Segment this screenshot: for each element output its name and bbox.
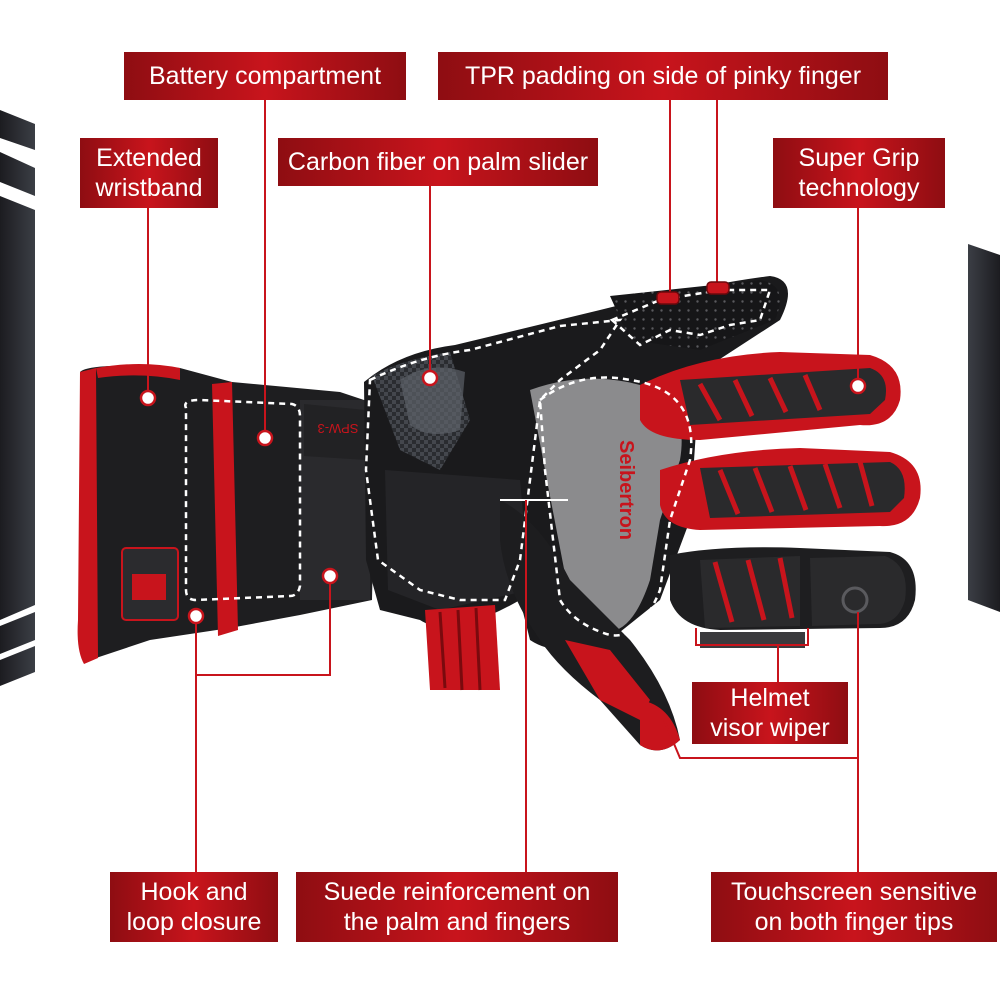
super-grip-label: Super Grip technology — [773, 138, 945, 208]
suede-line-1: Suede reinforcement on — [323, 878, 591, 906]
left-decorative-stripes — [0, 110, 35, 686]
helmet-line-2: visor wiper — [710, 714, 830, 742]
model-text: SPW-3 — [318, 421, 359, 436]
wristband-line-1: Extended — [96, 144, 202, 172]
grip-line-1: Super Grip — [798, 144, 920, 172]
helmet-visor-wiper-label: Helmet visor wiper — [692, 682, 848, 744]
helmet-line-1: Helmet — [730, 684, 810, 712]
tpr-padding-text: TPR padding on side of pinky finger — [464, 62, 862, 90]
marker-wristband — [139, 389, 157, 407]
tpr-pads — [656, 281, 730, 305]
battery-compartment-label: Battery compartment — [124, 52, 406, 100]
dashed-outlines — [184, 288, 772, 637]
marker-hook-right — [321, 567, 339, 585]
marker-hook-left — [187, 607, 205, 625]
touchscreen-label: Touchscreen sensitive on both finger tip… — [711, 872, 997, 942]
battery-compartment-text: Battery compartment — [148, 62, 382, 90]
marker-carbon — [421, 369, 439, 387]
tpr-padding-label: TPR padding on side of pinky finger — [438, 52, 888, 100]
marker-battery — [256, 429, 274, 447]
carbon-fiber-label: Carbon fiber on palm slider — [278, 138, 598, 186]
marker-grip — [849, 377, 867, 395]
wristband-line-2: wristband — [95, 174, 203, 202]
suede-line-2: the palm and fingers — [343, 908, 571, 936]
brand-text: Seibertron — [615, 440, 637, 540]
glove-cuff: SPW-3 — [77, 364, 376, 664]
touch-line-2: on both finger tips — [754, 908, 954, 936]
hook-and-loop-label: Hook and loop closure — [110, 872, 278, 942]
extended-wristband-label: Extended wristband — [80, 138, 218, 208]
grip-line-2: technology — [798, 174, 920, 202]
glove-thumb — [500, 500, 680, 751]
carbon-fiber-text: Carbon fiber on palm slider — [287, 148, 589, 176]
leader-lines — [147, 100, 859, 872]
touch-line-1: Touchscreen sensitive — [731, 878, 977, 906]
hook-line-1: Hook and — [140, 878, 248, 906]
right-decorative-stripe — [968, 244, 1000, 612]
glove-fingers — [640, 352, 921, 648]
hook-line-2: loop closure — [126, 908, 262, 936]
suede-reinforcement-label: Suede reinforcement on the palm and fing… — [296, 872, 618, 942]
marker-dots — [139, 369, 867, 625]
